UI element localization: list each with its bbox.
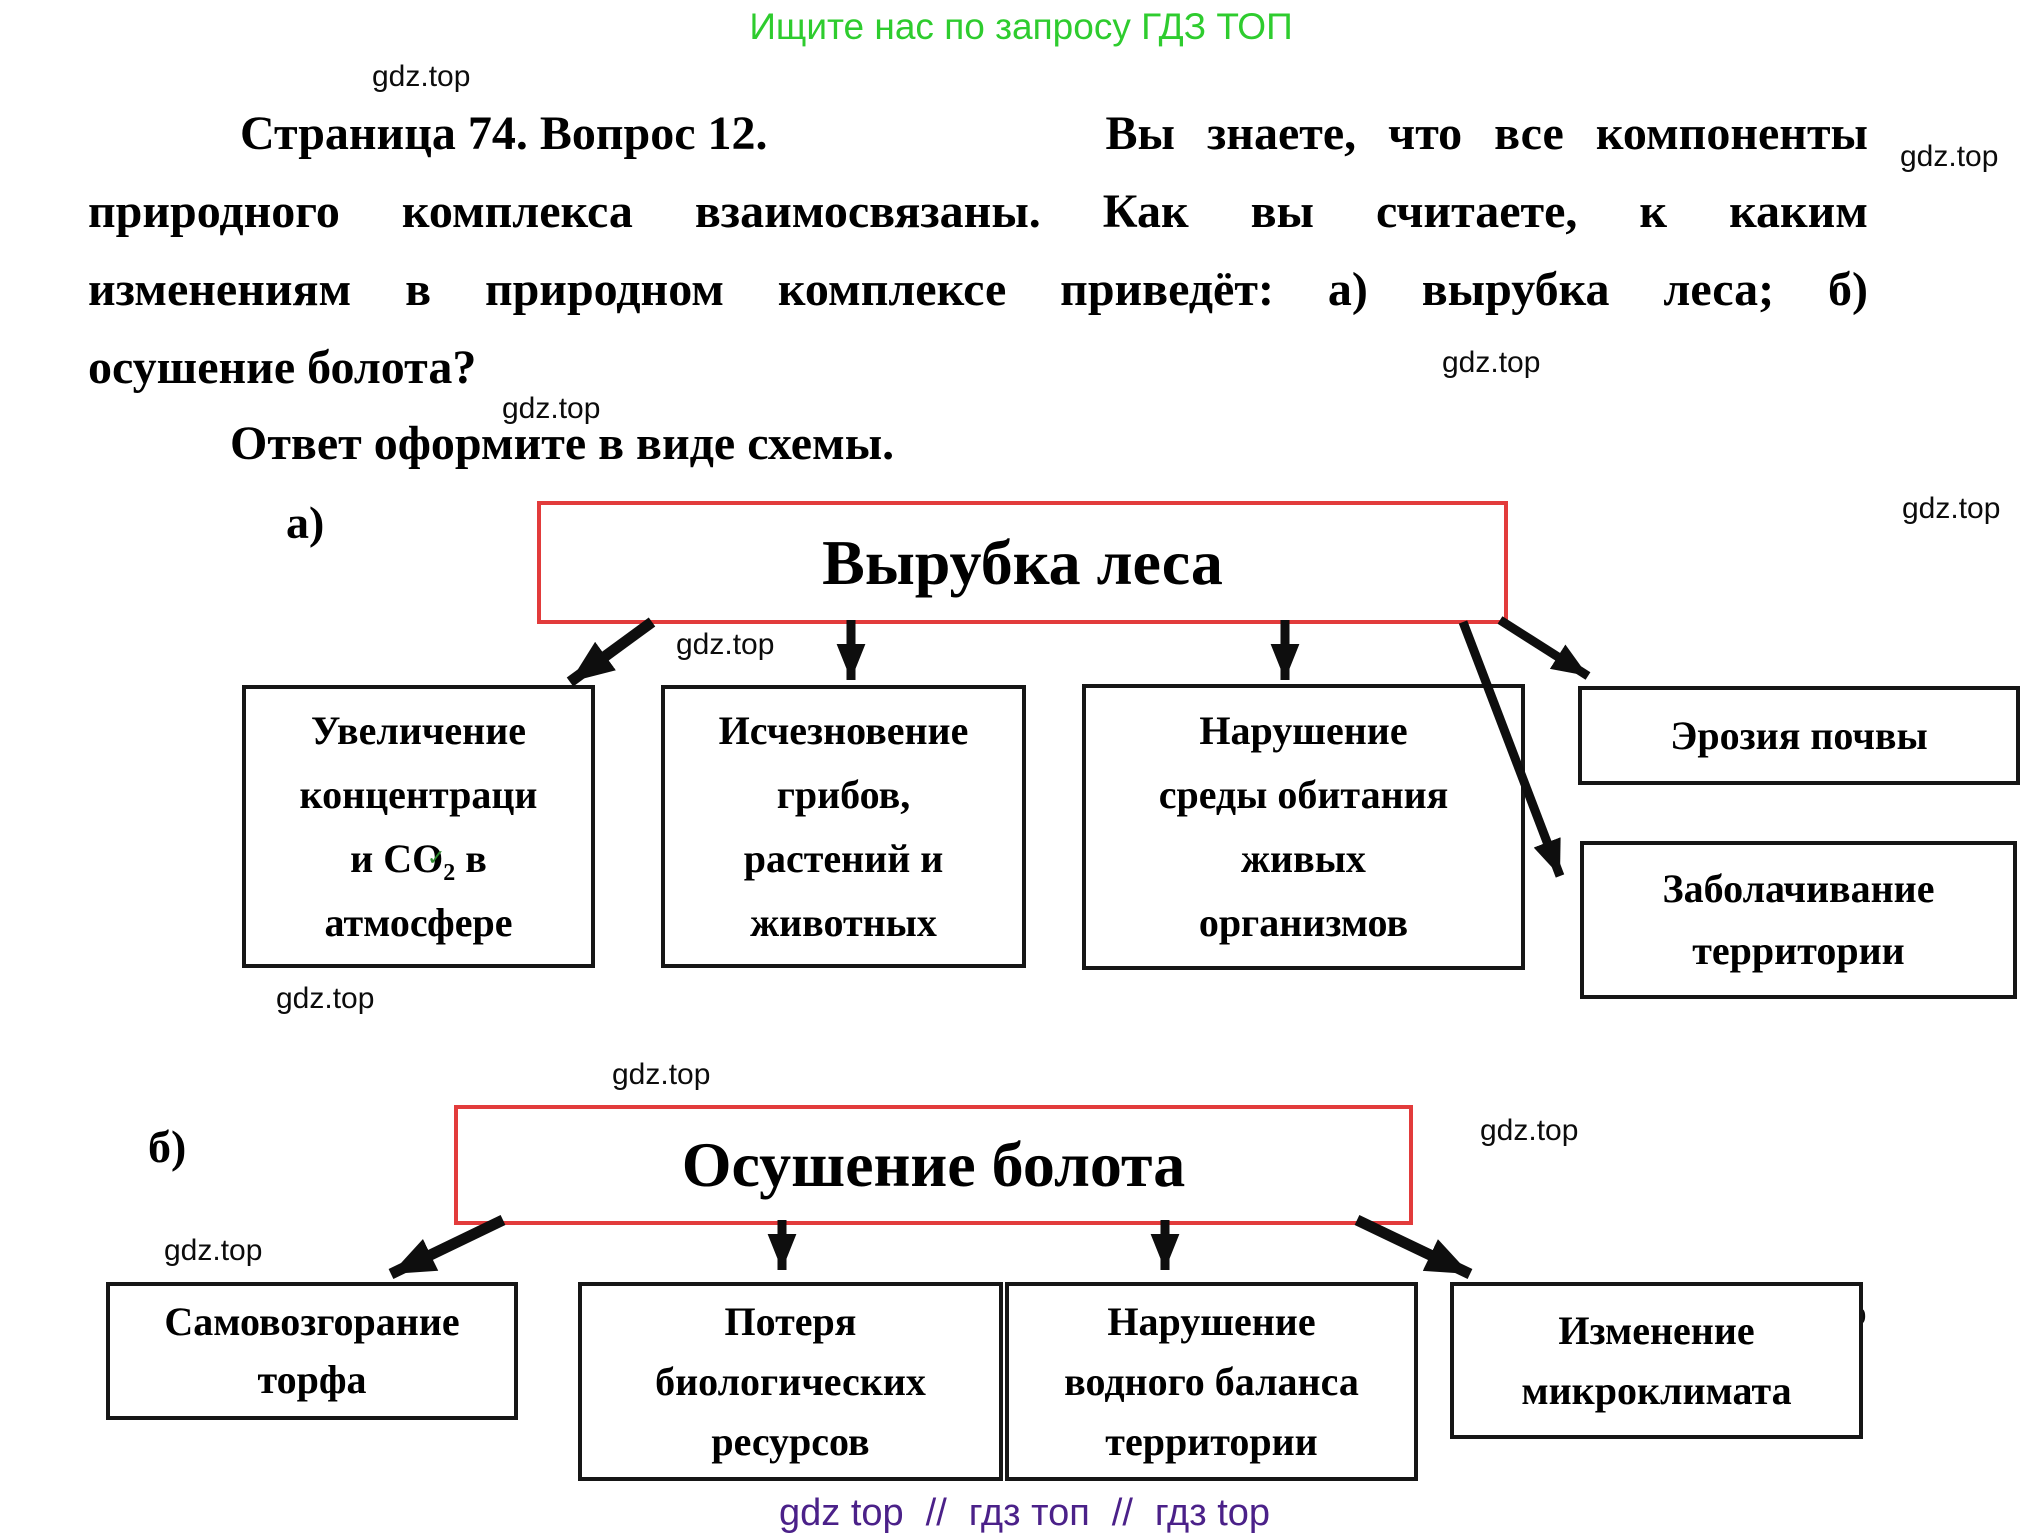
diagram-a-box-habitat: Нарушение среды обитания живых организмо… xyxy=(1082,684,1525,970)
arrow-b-to-peat-fire xyxy=(388,1215,506,1279)
watermark-gdz-top: gdz.top xyxy=(1902,492,2001,525)
question-line-2: природного комплекса взаимосвязаны. Как … xyxy=(88,185,1868,238)
arrow-a-to-co2 xyxy=(566,617,656,687)
watermark-gdz-top: gdz.top xyxy=(502,392,601,425)
watermark-gdz-top: gdz.top xyxy=(612,1058,711,1091)
question-line-4: осушение болота? xyxy=(88,341,477,394)
diagram-b-label: б) xyxy=(148,1121,187,1172)
watermark-gdz-top: gdz.top xyxy=(1442,346,1541,379)
diagram-b-box-bio-loss: Потеря биологических ресурсов xyxy=(578,1282,1003,1481)
footer-segment: гдз топ xyxy=(968,1492,1090,1534)
arrow-b-to-microclimate xyxy=(1354,1215,1473,1279)
diagram-b-root-box: Осушение болота xyxy=(454,1105,1413,1225)
question-line-1: Страница 74. Вопрос 12. Вы знаете, что в… xyxy=(240,104,1868,164)
watermark-gdz-top: gdz.top xyxy=(1480,1114,1579,1147)
diagram-a-box-erosion: Эрозия почвы xyxy=(1578,686,2020,785)
question-line-3: изменениям в природном комплексе приведё… xyxy=(88,263,1868,316)
diagram-a-label: а) xyxy=(286,497,325,548)
diagram-b-box-microclimate: Изменение микроклимата xyxy=(1450,1282,1863,1439)
watermark-gdz-top: gdz.top xyxy=(676,628,775,661)
watermark-gdz-top: gdz.top xyxy=(164,1234,263,1267)
arrow-a-to-erosion xyxy=(1497,616,1591,680)
question-page-ref: Страница 74. Вопрос 12. xyxy=(240,107,768,160)
footer-segment: gdz top xyxy=(779,1492,904,1534)
watermark-gdz-top: gdz.top xyxy=(1900,140,1999,173)
footer-segment: гдз top xyxy=(1154,1492,1271,1534)
footer-separator: // xyxy=(925,1492,947,1534)
diagram-b-box-water-balance: Нарушение водного баланса территории xyxy=(1005,1282,1418,1481)
green-check-artifact: ✓ xyxy=(427,846,446,871)
footer-separator: // xyxy=(1111,1492,1133,1534)
question-intro: Вы знаете, что все компоненты xyxy=(1105,107,1868,160)
diagram-a-root-box: Вырубка леса xyxy=(537,501,1508,624)
watermark-gdz-top: gdz.top xyxy=(276,982,375,1015)
watermark-gdz-top: gdz.top xyxy=(372,60,471,93)
footer-watermark-line: gdz top // гдз топ // гдз top xyxy=(779,1492,1270,1535)
site-banner: Ищите нас по запросу ГДЗ ТОП xyxy=(749,6,1293,47)
diagram-a-box-co2: Увеличение концентраци и CO₂ в атмосфере xyxy=(242,685,595,968)
diagram-a-box-waterlogging: Заболачивание территории xyxy=(1580,841,2017,999)
question-line-5: Ответ оформите в виде схемы. xyxy=(230,417,895,470)
diagram-b-box-peat-fire: Самовозгорание торфа xyxy=(106,1282,518,1420)
diagram-a-box-species-loss: Исчезновение грибов, растений и животных xyxy=(661,685,1026,968)
